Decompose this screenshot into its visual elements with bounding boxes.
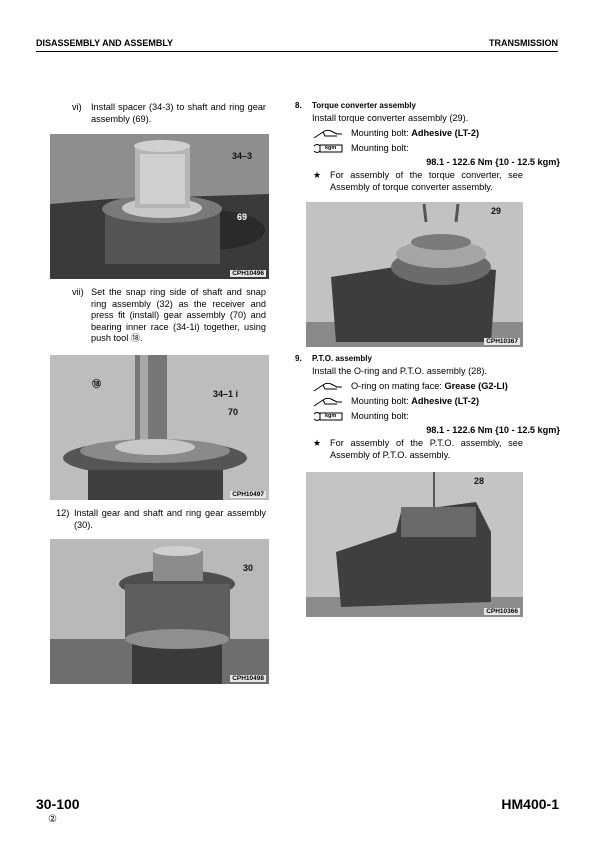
photo1-label-69: 69 <box>237 212 248 222</box>
header-rule <box>36 51 558 52</box>
section8-number: 8. <box>295 101 302 110</box>
section9-number: 9. <box>295 354 302 363</box>
step-vii-text: Set the snap ring side of shaft and snap… <box>91 287 266 344</box>
photo-pto-assembly: 28 CPH10366 <box>306 472 523 617</box>
photo2-label-34-1i: 34–1 i <box>213 389 239 399</box>
photo-torque-converter: 29 CPH10367 <box>306 202 523 347</box>
torque-wrench-icon-art <box>313 144 343 153</box>
photo-gear-shaft-install: 30 CPH10498 <box>50 539 269 684</box>
photo-gear-shaft-art <box>50 539 269 684</box>
model-name: HM400-1 <box>501 796 559 812</box>
section9-note: For assembly of the P.T.O. assembly, see… <box>330 438 523 460</box>
section8-intro: Install torque converter assembly (29). <box>312 113 469 123</box>
section9-mounting-bolt: Mounting bolt: <box>351 411 409 421</box>
photo-push-tool: ⑱ 34–1 i 70 CPH10497 <box>50 355 269 500</box>
photo3-code: CPH10498 <box>230 675 266 682</box>
photo9-label-28: 28 <box>474 476 485 486</box>
step-12-text: Install gear and shaft and ring gear ass… <box>74 508 266 530</box>
section8-star: ★ <box>313 170 322 180</box>
photo1-label-34-3: 34–3 <box>232 151 253 161</box>
step-vii-number: vii) <box>72 287 84 297</box>
photo-spacer-install-art <box>50 134 269 279</box>
photo9-code: CPH10366 <box>484 608 520 615</box>
photo1-code: CPH10496 <box>230 270 266 277</box>
section9-adhesive-value: Adhesive (LT-2) <box>411 396 480 406</box>
photo2-code: CPH10497 <box>230 491 266 498</box>
section8-note: For assembly of the torque converter, se… <box>330 170 523 192</box>
section9-title: P.T.O. assembly <box>312 354 372 363</box>
adhesive-icon <box>313 129 342 139</box>
section8-adhesive-value: Adhesive (LT-2) <box>411 128 480 138</box>
section9-star: ★ <box>313 438 322 448</box>
section9-grease-prefix: O-ring on mating face: <box>351 381 445 391</box>
header-chapter-title: TRANSMISSION <box>488 38 558 48</box>
page-number: 30-100 <box>36 796 80 812</box>
photo-torque-converter-art <box>306 202 523 347</box>
torque-wrench-icon: kgm <box>313 411 343 422</box>
photo-push-tool-art <box>50 355 269 500</box>
grease-icon <box>313 382 342 392</box>
photo-spacer-install: 34–3 69 CPH10496 <box>50 134 269 279</box>
step-vi-text: Install spacer (34-3) to shaft and ring … <box>91 102 266 124</box>
header-section-title: DISASSEMBLY AND ASSEMBLY <box>36 38 174 48</box>
photo8-label-29: 29 <box>491 206 502 216</box>
photo2-label-tool-18: ⑱ <box>92 379 102 389</box>
photo8-code: CPH10367 <box>484 338 520 345</box>
photo2-label-70: 70 <box>228 407 239 417</box>
photo3-label-30: 30 <box>243 563 254 573</box>
revision-mark: ② <box>48 814 57 825</box>
section8-adhesive-prefix: Mounting bolt: <box>351 128 412 138</box>
kgm-label: kgm <box>325 145 337 151</box>
section8-mounting-bolt: Mounting bolt: <box>351 143 409 153</box>
torque-wrench-icon: kgm <box>313 143 343 154</box>
kgm-label: kgm <box>325 413 337 419</box>
torque-wrench-icon-art <box>313 412 343 421</box>
section8-title: Torque converter assembly <box>312 101 416 110</box>
section8-adhesive-row: Mounting bolt: Adhesive (LT-2) <box>351 128 479 140</box>
section9-intro: Install the O-ring and P.T.O. assembly (… <box>312 366 487 376</box>
step-12-number: 12) <box>56 508 70 518</box>
step-vi-number: vi) <box>72 102 82 112</box>
section9-adhesive-prefix: Mounting bolt: <box>351 396 412 406</box>
photo-pto-assembly-art <box>306 472 523 617</box>
adhesive-icon <box>313 397 342 407</box>
section9-torque-value: 98.1 - 122.6 Nm {10 - 12.5 kgm} <box>426 425 560 435</box>
section9-adhesive-row: Mounting bolt: Adhesive (LT-2) <box>351 396 479 408</box>
section9-grease-value: Grease (G2-LI) <box>444 381 508 391</box>
section8-torque-value: 98.1 - 122.6 Nm {10 - 12.5 kgm} <box>426 157 560 167</box>
section9-grease-row: O-ring on mating face: Grease (G2-LI) <box>351 381 508 393</box>
